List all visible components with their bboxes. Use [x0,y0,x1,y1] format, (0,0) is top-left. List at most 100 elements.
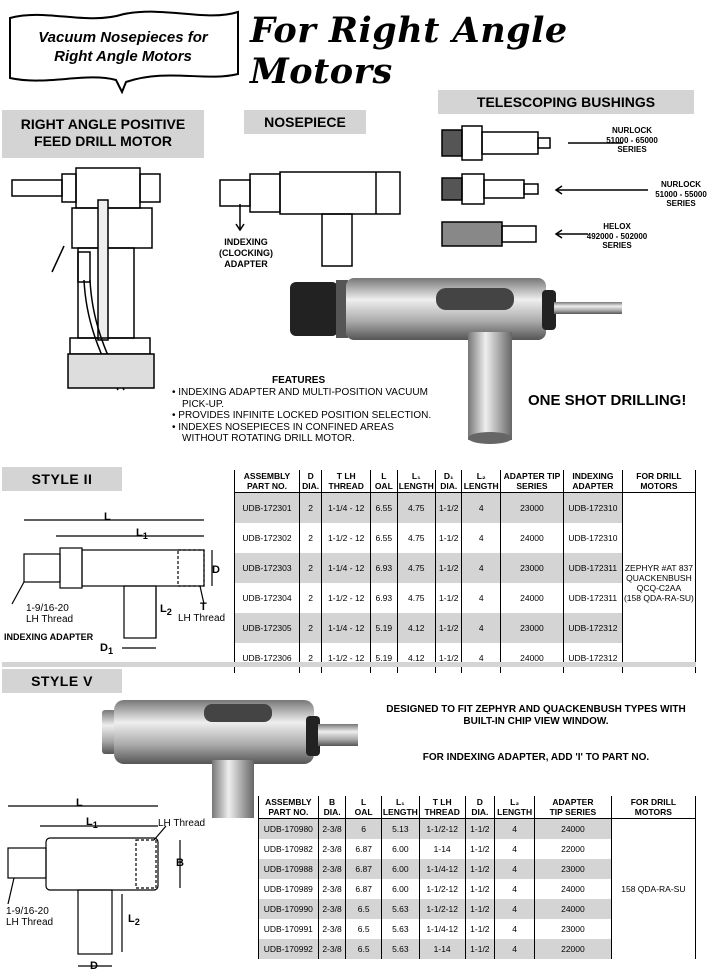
features-list: • INDEXING ADAPTER AND MULTI-POSITION VA… [172,387,432,445]
style2-L1-sub: 1 [142,531,148,542]
section-separator [2,662,696,667]
bushing-3-label: HELOX 492000 - 502000 SERIES [586,222,648,251]
table-header-line: L₁ [395,797,405,807]
style2-label-thread: 1-9/16-20 [26,603,69,614]
table-header-line: PART NO. [268,807,309,817]
table-cell: 6.87 [345,838,382,859]
table-header-line: ASSEMBLY [243,471,291,481]
table-cell: UDB-170992 [258,938,319,959]
table-header-line: PART NO. [247,481,287,491]
table-cell: 23000 [499,492,564,523]
banner-text: Vacuum Nosepieces for Right Angle Motors [12,28,234,66]
table-header-line: MOTORS [634,807,672,817]
table-cell: 1-1/2 - 12 [321,642,372,673]
table-cell: 1-1/2 [464,938,496,959]
table-cell: 2 [298,522,323,553]
table-cell: 5.63 [380,918,420,939]
table-cell: 1-1/2 [435,582,463,613]
table-cell: 6.87 [345,878,382,899]
table-cell: 4 [494,838,536,859]
feature-item-3: INDEXES NOSEPIECES IN CONFINED AREAS WIT… [178,421,394,445]
motor-line: QUACKENBUSH [626,572,692,583]
style2-D1: D [100,642,108,654]
table-cell: UDB-172312 [562,642,623,673]
table-cell: 23000 [534,918,612,939]
table-header-line: ADAPTER [552,797,594,807]
bushing-1-label: NURLOCK 51000 - 65000 SERIES [606,126,658,155]
table-cell: 1-1/2 [464,878,496,899]
table-cell: 24000 [534,878,612,899]
table-cell: UDB-172302 [234,522,300,553]
table-cell: UDB-172306 [234,642,300,673]
style5-L2: L [128,913,135,925]
table-cell: 1-1/2 [464,858,496,879]
table-cell: UDB-172312 [562,612,623,643]
bushing-2-label: NURLOCK 51000 - 55000 SERIES [652,180,710,209]
style2-D1-sub: 1 [107,646,114,657]
table-header-line: SERIES [516,481,548,491]
style5-L1: L [86,816,93,828]
style2-label-thread-lh: LH Thread [26,614,74,625]
table-header-line: L [361,797,367,807]
table-cell: 1-1/4 - 12 [321,612,372,643]
table-cell: 6.93 [370,582,398,613]
header-style-2: STYLE II [2,467,122,491]
table-cell: 6.93 [370,552,398,583]
bushing-2-name: NURLOCK [661,180,701,189]
motor-line: ZEPHYR #AT 837 [624,562,694,573]
header-style-5: STYLE V [2,669,122,693]
table-cell: 2 [298,582,323,613]
table-cell: 5.19 [370,642,398,673]
bushing-1-suffix: SERIES [617,145,647,154]
table-cell: 4.75 [396,522,437,553]
table-header-line: ADAPTER TIP [503,471,561,481]
table-cell: 6.5 [345,898,382,919]
table-cell: 24000 [534,898,612,919]
style2-label-lh: LH Thread [178,613,226,624]
bushing-3-suffix: SERIES [602,241,632,250]
feature-item: • INDEXING ADAPTER AND MULTI-POSITION VA… [172,387,428,410]
table-cell: 4 [461,612,501,643]
table-cell: 1-1/2 [464,898,496,919]
table-header-line: ADAPTER [572,481,614,491]
table-cell: 1-1/2 [435,612,463,643]
table-cell: 4 [461,582,501,613]
table-cell: 6.00 [380,858,420,879]
style2-L1: L [136,527,143,539]
table-cell: 2 [298,642,323,673]
table-cell: 6.55 [370,522,398,553]
features-title: FEATURES [272,375,326,386]
table-cell: 6.5 [345,938,382,959]
table-header-line: B [329,797,336,807]
one-shot-drilling: ONE SHOT DRILLING! [528,392,687,409]
table-cell: 2-3/8 [317,898,347,919]
bushing-1-series: 51000 - 65000 [606,135,658,145]
table-cell: 2 [298,552,323,583]
table-cell: 6.87 [345,858,382,879]
table-cell: 6 [345,818,382,839]
table-cell: 2-3/8 [317,818,347,839]
table-cell: 2-3/8 [317,918,347,939]
table-cell: 1-1/2 [435,552,463,583]
table-header-line: D [307,471,314,481]
feature-item: • PROVIDES INFINITE LOCKED POSITION SELE… [172,410,432,421]
table-cell: UDB-170991 [258,918,319,939]
table-cell: 4 [461,642,501,673]
table-cell: 4.12 [396,642,437,673]
style5-L2-sub: 2 [134,917,140,928]
table-cell: 1-1/2-12 [418,818,466,839]
style5-note-design: DESIGNED TO FIT ZEPHYR AND QUACKENBUSH T… [386,704,686,727]
table-cell: UDB-170989 [258,878,319,899]
table-cell: 2 [298,492,323,523]
style5-label-B: B [176,857,184,869]
style5-label-L2: L2 [128,913,140,927]
